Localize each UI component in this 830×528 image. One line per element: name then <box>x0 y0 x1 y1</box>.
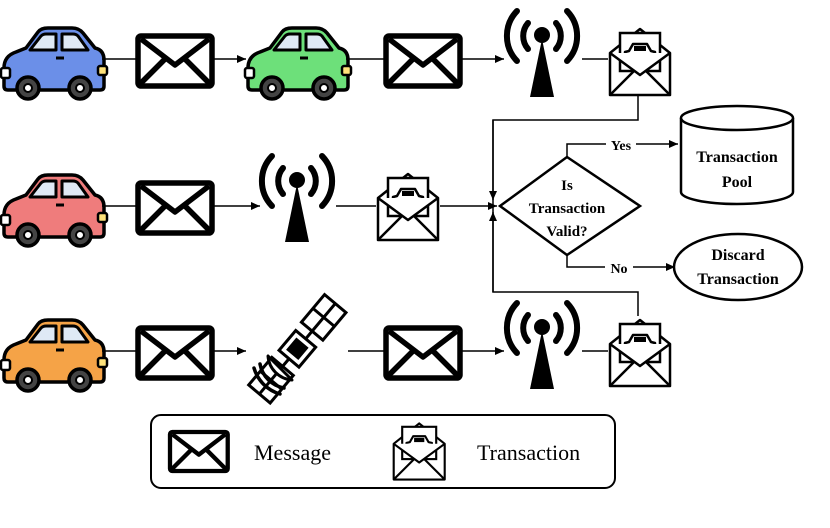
car-icon <box>0 173 109 248</box>
yes-label: Yes <box>611 139 632 154</box>
car-icon <box>0 26 109 101</box>
envelope-icon <box>138 183 212 233</box>
antenna-tower-icon <box>507 11 577 97</box>
row-2 <box>0 156 497 248</box>
transaction-envelope-icon <box>392 422 446 481</box>
transaction-pool-node: Transaction Pool <box>679 104 795 206</box>
car-icon <box>243 26 353 101</box>
decision-label-line-1: Is <box>561 178 573 194</box>
envelope-icon <box>170 432 228 471</box>
envelope-icon <box>138 36 212 86</box>
legend-box <box>150 414 616 489</box>
antenna-tower-icon <box>507 303 577 389</box>
satellite-icon <box>246 292 348 405</box>
envelope-icon <box>386 328 460 378</box>
decision-label-line-2: Transaction <box>529 201 606 217</box>
collector-lines <box>489 95 639 316</box>
decision-label-line-3: Valid? <box>546 224 587 240</box>
legend-transaction-label: Transaction <box>477 440 580 465</box>
discard-label-line-2: Transaction <box>697 271 779 288</box>
pool-label-line-1: Transaction <box>696 149 778 166</box>
no-label: No <box>610 262 627 277</box>
discard-label-line-1: Discard <box>711 247 764 264</box>
envelope-icon <box>138 328 212 378</box>
legend: Message Transaction <box>150 414 616 489</box>
discard-node: Discard Transaction <box>672 232 804 302</box>
legend-message-label: Message <box>254 440 331 465</box>
transaction-envelope-icon <box>608 318 672 388</box>
row-1 <box>0 11 672 101</box>
row-3 <box>0 292 672 405</box>
pool-label-line-2: Pool <box>722 174 753 191</box>
antenna-tower-icon <box>262 156 332 242</box>
yes-branch: Yes <box>566 135 678 157</box>
transaction-envelope-icon <box>376 172 440 242</box>
car-icon <box>0 318 109 393</box>
envelope-icon <box>386 36 460 86</box>
no-branch: No <box>566 255 675 277</box>
transaction-envelope-icon <box>608 27 672 97</box>
decision-node: Is Transaction Valid? <box>497 155 643 257</box>
